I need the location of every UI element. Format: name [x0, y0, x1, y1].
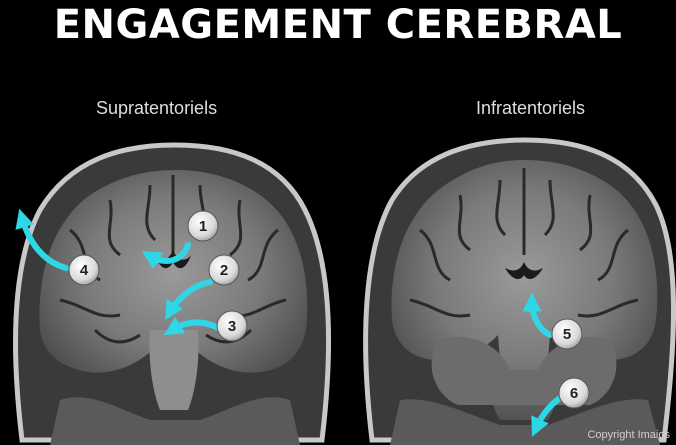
- ventricle-right: [505, 262, 543, 280]
- marker-2: 2: [208, 254, 240, 286]
- marker-5-label: 5: [563, 326, 571, 343]
- sulci-right: [409, 168, 639, 318]
- brainstem-left: [149, 330, 199, 410]
- marker-5: 5: [551, 318, 583, 350]
- copyright-notice: Copyright Imaios: [587, 429, 670, 441]
- marker-4-label: 4: [80, 262, 89, 279]
- marker-2-label: 2: [220, 262, 228, 279]
- mri-coronal-right: [363, 137, 676, 445]
- herniation-arrows: [15, 208, 563, 437]
- marker-3-label: 3: [228, 318, 236, 335]
- arrow-4-external: [15, 208, 69, 271]
- mri-coronal-left: [13, 142, 331, 445]
- arrow-2-transtentorial: [165, 279, 213, 321]
- marker-6-label: 6: [570, 385, 578, 402]
- arrow-5-upward: [522, 292, 553, 338]
- marker-4: 4: [68, 254, 100, 286]
- diagram-title: ENGAGEMENT CEREBRAL: [53, 2, 623, 48]
- arrow-1-subfalcine: [141, 242, 191, 270]
- panel-label-infratentorial: Infratentoriels: [476, 98, 586, 118]
- panel-label-supratentorial: Supratentoriels: [96, 98, 218, 118]
- arrow-6-tonsillar: [531, 395, 563, 437]
- marker-1-label: 1: [199, 218, 207, 235]
- marker-3: 3: [216, 310, 248, 342]
- marker-6: 6: [558, 377, 590, 409]
- neck-right: [390, 399, 660, 445]
- marker-1: 1: [187, 210, 219, 242]
- neck-left: [50, 397, 300, 445]
